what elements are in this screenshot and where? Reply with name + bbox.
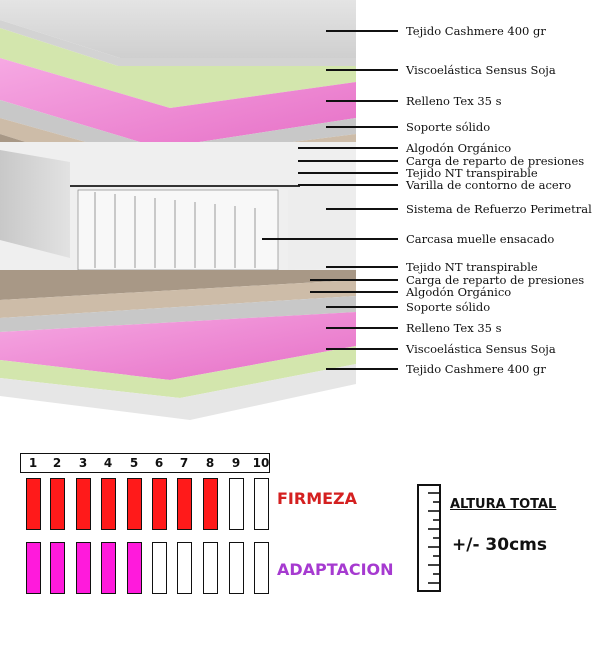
layer-label: Carcasa muelle ensacado [406,232,555,246]
scale-number: 7 [179,456,189,470]
altura-total-title: ALTURA TOTAL [450,497,557,512]
layer-label: Varilla de contorno de acero [406,178,572,192]
layer-label: Relleno Tex 35 s [406,94,502,108]
rating-cell-empty [152,542,167,594]
bottom-cashmere-layer [0,364,356,420]
layer-label: Tejido NT transpirable [406,260,538,274]
rating-cell-filled [101,478,116,530]
perimeter-foam-left [0,150,70,258]
adaptacion-label: ADAPTACION [277,560,394,579]
layer-label: Soporte sólido [406,300,491,314]
rating-cell-filled [76,478,91,530]
rating-cell-filled [127,478,142,530]
scale-number: 3 [78,456,88,470]
rating-cell-filled [26,542,41,594]
bottom-pink-layer [0,312,356,380]
spring-cells [77,189,279,271]
rating-cell-filled [50,478,65,530]
layer-label: Viscoelástica Sensus Soja [406,63,556,77]
layer-label: Relleno Tex 35 s [406,321,502,335]
layer-label: Viscoelástica Sensus Soja [406,342,556,356]
layer-label: Soporte sólido [406,120,491,134]
rating-cell-empty [203,542,218,594]
scale-header-box [20,453,270,473]
rating-cell-filled [152,478,167,530]
rating-cell-filled [101,542,116,594]
ruler-icon [417,484,441,592]
scale-number: 9 [231,456,241,470]
layer-label: Carga de reparto de presiones [406,154,585,168]
layer-label: Algodón Orgánico [406,141,512,155]
rating-cell-filled [26,478,41,530]
rating-cell-empty [254,542,269,594]
rating-cell-empty [229,542,244,594]
layer-label: Tejido NT transpirable [406,166,538,180]
perimeter-foam-right [288,178,356,270]
scale-number: 8 [205,456,215,470]
layer-label: Tejido Cashmere 400 gr [406,24,546,38]
layer-label: Sistema de Refuerzo Perimetral [406,202,592,216]
top-pink-layer [0,58,356,148]
rating-cell-filled [203,478,218,530]
spring-pockets [94,192,256,268]
bottom-load-layer [0,270,356,300]
altura-total-value: +/- 30cms [452,535,547,555]
top-cashmere-front [0,20,356,66]
bottom-support-layer [0,296,356,332]
rating-cell-filled [127,542,142,594]
scale-number: 5 [129,456,139,470]
rating-cell-empty [229,478,244,530]
layer-label: Algodón Orgánico [406,285,512,299]
bottom-visco-layer [0,346,356,398]
scale-number: 4 [103,456,113,470]
scale-number: 10 [252,456,270,470]
scale-number: 2 [52,456,62,470]
rating-cell-filled [177,478,192,530]
top-visco-layer [0,28,356,108]
layer-label: Tejido Cashmere 400 gr [406,362,546,376]
rating-cell-filled [50,542,65,594]
rating-cell-filled [76,542,91,594]
layer-label: Carga de reparto de presiones [406,273,585,287]
leader-lines [262,30,398,370]
rating-cell-empty [254,478,269,530]
scale-number: 6 [154,456,164,470]
mattress-cross-section [0,0,398,420]
bottom-cotton-layer [0,280,356,318]
firmeza-label: FIRMEZA [277,489,358,508]
scale-number: 1 [28,456,38,470]
top-cashmere-layer [0,0,356,58]
rating-cell-empty [177,542,192,594]
